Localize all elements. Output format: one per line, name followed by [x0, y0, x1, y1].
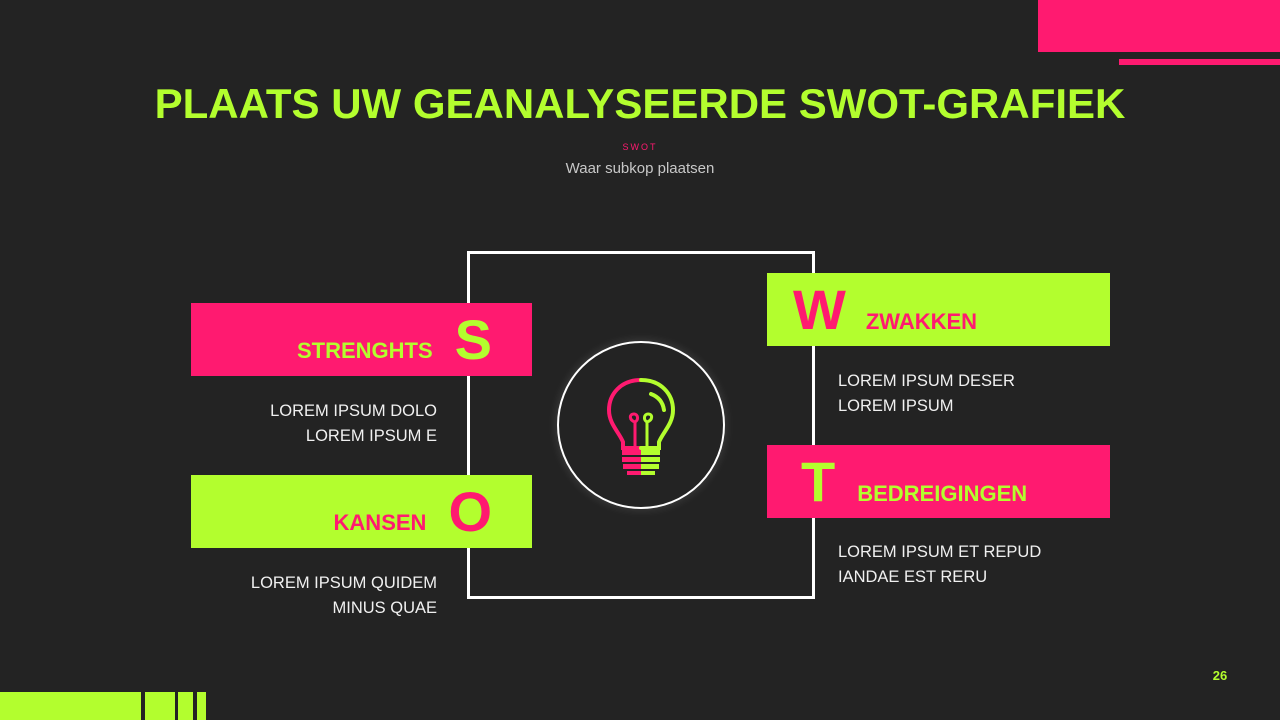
weaknesses-band: W ZWAKKEN — [767, 273, 1110, 346]
opportunities-letter: O — [448, 479, 492, 543]
strengths-description: LOREM IPSUM DOLO LOREM IPSUM E — [137, 399, 437, 449]
weaknesses-label: ZWAKKEN — [865, 308, 978, 334]
opportunities-line: MINUS QUAE — [332, 599, 437, 617]
lightbulb-icon — [606, 378, 676, 475]
weaknesses-description: LOREM IPSUM DESER LOREM IPSUM — [838, 369, 1138, 419]
strengths-line: LOREM IPSUM DOLO — [270, 402, 437, 420]
threats-line: IANDAE EST RERU — [838, 568, 988, 586]
decorative-top-block — [1038, 0, 1280, 52]
page-number: 26 — [1212, 668, 1228, 683]
slide-subtitle: Waar subkop plaatsen — [565, 160, 715, 177]
slide-kicker: SWOT — [622, 142, 658, 152]
opportunities-line: LOREM IPSUM QUIDEM — [250, 574, 437, 592]
slide-title: PLAATS UW GEANALYSEERDE SWOT-GRAFIEK — [154, 80, 1126, 127]
lightbulb-circle — [557, 341, 725, 509]
opportunities-label: KANSEN — [333, 509, 427, 535]
threats-band: T BEDREIGINGEN — [767, 445, 1110, 518]
strengths-letter: S — [454, 307, 492, 371]
decorative-top-line — [1119, 59, 1280, 65]
strengths-label: STRENGHTS — [296, 337, 433, 363]
opportunities-band: KANSEN O — [191, 475, 532, 548]
threats-label: BEDREIGINGEN — [857, 480, 1028, 506]
decorative-bottom-bar — [197, 692, 206, 720]
weaknesses-letter: W — [793, 277, 846, 341]
threats-letter: T — [801, 449, 836, 513]
decorative-bottom-block — [0, 692, 141, 720]
threats-line: LOREM IPSUM ET REPUD — [838, 543, 1042, 561]
weaknesses-line: LOREM IPSUM — [838, 397, 954, 415]
strengths-line: LOREM IPSUM E — [305, 427, 437, 445]
strengths-band: STRENGHTS S — [191, 303, 532, 376]
weaknesses-line: LOREM IPSUM DESER — [838, 372, 1015, 390]
decorative-bottom-bar — [178, 692, 193, 720]
threats-description: LOREM IPSUM ET REPUD IANDAE EST RERU — [838, 540, 1138, 590]
decorative-bottom-bar — [145, 692, 175, 720]
opportunities-description: LOREM IPSUM QUIDEM MINUS QUAE — [137, 571, 437, 621]
center-frame — [467, 251, 815, 599]
